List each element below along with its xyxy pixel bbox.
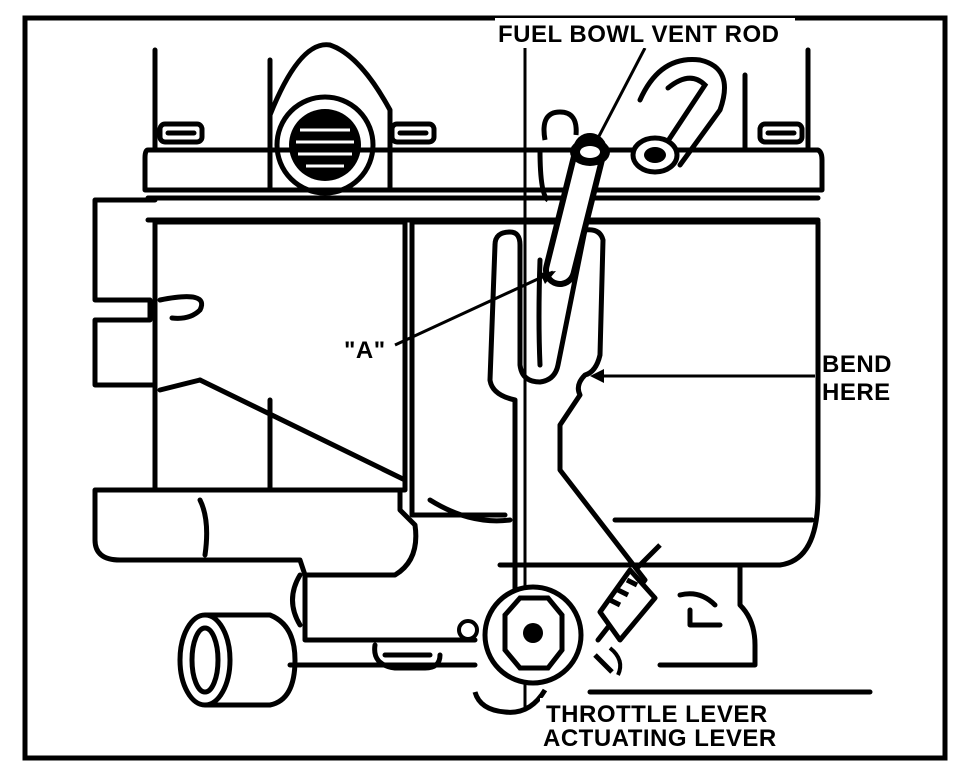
fuel-inlet-boss [267,42,393,193]
base-flange-inner [197,497,210,558]
base-right-block [637,562,758,668]
label-actuating-lever: ACTUATING LEVER [543,725,777,752]
figure-frame [22,15,948,761]
arrow-bend-here [590,369,604,383]
fuel-bowl-vent-rod [543,133,610,287]
throttle-body-left [152,219,408,493]
air-horn-cover [142,147,825,193]
fork-inner-slot [536,257,543,368]
throttle-shaft-nut [457,584,623,715]
vent-lever-fork-left [487,242,518,593]
label-bend-here-line2: HERE [822,379,891,406]
side-flange [92,197,158,388]
leader-point-a [394,270,554,347]
leader-lines [394,47,815,378]
label-point-a: "A" [344,337,386,364]
leader-arrowheads [540,271,604,383]
label-fuel-bowl-vent-rod: FUEL BOWL VENT ROD [498,21,779,48]
throttle-body-ledge [157,377,203,393]
vent-tube [630,57,727,175]
fuel-bowl-left-wall [409,219,508,518]
vent-lever-fork [492,227,648,643]
leader-vent-rod [595,47,647,141]
throttle-lever-arm [593,543,662,674]
base-screw [677,591,723,628]
throttle-body-shadow [197,377,408,483]
arrow-point-a [540,271,556,284]
fuel-bowl-body [409,219,821,568]
label-throttle-lever: THROTTLE LEVER [546,701,768,728]
base-small-lug [372,642,443,671]
fuel-bowl-bottom-line [427,497,513,524]
fuel-inlet-filter [274,94,376,196]
base-flange [92,487,419,578]
label-bend-here-line1: BEND [822,351,892,378]
lower-fuel-nipple [177,612,298,708]
base-lower-block [290,572,478,643]
flange-hook [157,294,205,321]
vent-rod-pivot [537,109,579,203]
